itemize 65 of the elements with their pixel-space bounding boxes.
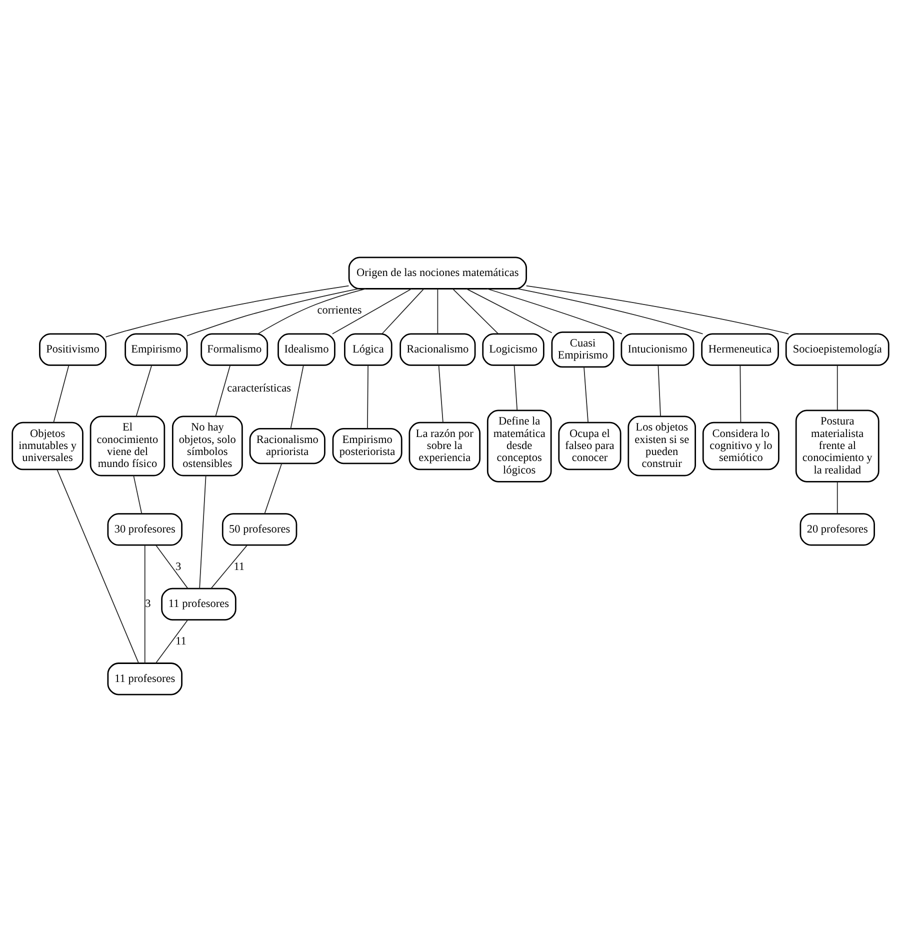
connector	[257, 288, 366, 334]
node-box: Origen de las nociones matemáticas	[348, 256, 527, 290]
connector	[144, 544, 146, 664]
edge-label: 11	[175, 635, 186, 648]
node-box: El conocimiento viene del mundo físico	[90, 416, 166, 476]
edge-label: 11	[234, 560, 245, 573]
node-box: Logicismo	[482, 333, 544, 366]
connector	[332, 288, 412, 334]
connector	[466, 288, 552, 334]
connector	[836, 481, 838, 514]
connector	[290, 364, 304, 429]
node-box: Idealismo	[278, 333, 336, 366]
connector	[514, 364, 518, 410]
node-box: Ocupa el falseo para conocer	[558, 422, 622, 470]
node-box: Empirismo posteriorista	[332, 428, 402, 464]
node-box: Empirismo	[124, 333, 188, 366]
node-box: Hermeneutica	[701, 333, 779, 366]
connector	[486, 288, 622, 334]
node-box: 50 profesores	[222, 513, 298, 546]
node-box: 30 profesores	[107, 513, 182, 546]
connector	[437, 288, 438, 334]
edge-label: características	[227, 382, 292, 395]
connector	[210, 545, 248, 589]
connector	[264, 462, 282, 514]
connector	[53, 364, 70, 423]
node-box: Intucionismo	[620, 333, 694, 366]
connector	[382, 288, 424, 334]
node-box: 11 profesores	[107, 662, 182, 696]
node-box: Racionalismo	[400, 333, 476, 366]
edge-label: 3	[145, 598, 151, 610]
connector	[658, 364, 661, 417]
connector	[199, 475, 206, 589]
edge-label: 3	[176, 560, 182, 573]
connector	[367, 364, 368, 429]
connector	[155, 620, 188, 664]
connector	[156, 545, 188, 589]
node-box: Los objetos existen si se pueden construir	[628, 416, 696, 476]
node-box: No hay objetos, solo símbolos ostensibles	[172, 416, 243, 476]
connector	[526, 285, 790, 334]
node-box: Racionalismo apriorista	[249, 428, 326, 464]
node-box: Lógica	[344, 333, 392, 366]
connector	[105, 285, 350, 338]
node-box: La razón por sobre la experiencia	[408, 422, 481, 470]
node-box: Postura materialista frente al conocimiento y la realidad	[795, 410, 880, 482]
edge-label: corrientes	[317, 304, 362, 316]
connector	[133, 475, 142, 514]
connector	[584, 366, 588, 423]
connector	[452, 288, 499, 334]
node-box: Positivismo	[39, 333, 106, 366]
connector	[136, 364, 152, 417]
connector	[56, 469, 139, 664]
connector	[518, 288, 704, 334]
node-box: Formalismo	[200, 333, 268, 366]
node-box: Cuasi Empirismo	[551, 332, 614, 368]
node-box: Define la matemática desde conceptos lógicos	[486, 410, 552, 482]
connector	[836, 364, 838, 410]
connector	[740, 364, 742, 423]
connector	[215, 364, 231, 417]
node-box: Considera lo cognitivo y lo semiótico	[702, 422, 780, 470]
connector	[438, 364, 444, 423]
node-box: Socioepistemología	[785, 333, 890, 366]
node-box: 11 profesores	[161, 588, 236, 620]
connector	[186, 288, 359, 336]
node-box: 20 profesores	[800, 513, 875, 546]
node-box: Objetos inmutables y universales	[12, 422, 84, 470]
